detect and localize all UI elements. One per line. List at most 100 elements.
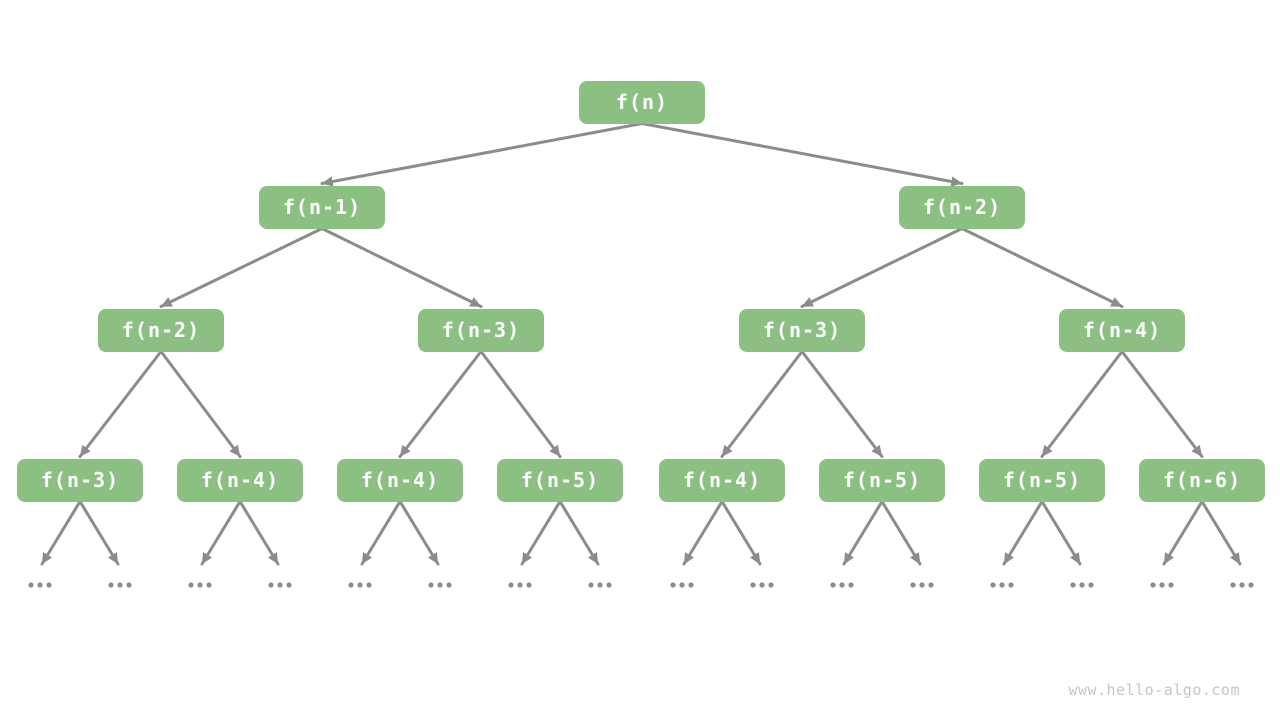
ellipsis-dot [1070,582,1076,588]
tree-node-l1b: f(n-2) [899,185,1025,229]
edge-arrow [1040,500,1082,566]
edge-arrow [558,500,600,566]
ellipsis-dot [1159,582,1165,588]
edge-arrow [40,500,82,566]
ellipsis [670,582,694,588]
edge-arrow [398,350,483,458]
tree-node-l3f: f(n-5) [819,458,945,502]
ellipsis-dot [919,582,925,588]
edge-arrow [960,227,1124,308]
ellipsis [428,582,452,588]
ellipsis-dot [688,582,694,588]
ellipsis-dot [366,582,372,588]
ellipsis-dot [286,582,292,588]
edge-arrow [78,350,163,458]
ellipsis [588,582,612,588]
tree-node-l3d: f(n-5) [497,458,623,502]
ellipsis-dot [428,582,434,588]
tree-node-l2c: f(n-3) [739,308,865,352]
tree-node-l3c: f(n-4) [337,458,463,502]
edge-arrow [159,227,324,308]
ellipsis-dot [597,582,603,588]
tree-node-label: f(n-5) [842,468,922,492]
ellipsis-dot [197,582,203,588]
edge-arrow [640,122,964,187]
tree-node-l2b: f(n-3) [418,308,544,352]
ellipsis [1150,582,1174,588]
edge-arrow [238,500,280,566]
tree-node-l3g: f(n-5) [979,458,1105,502]
ellipsis-dot [348,582,354,588]
tree-node-label: f(n-4) [1082,318,1162,342]
ellipsis [28,582,52,588]
ellipsis-dot [188,582,194,588]
ellipsis-dot [588,582,594,588]
ellipsis-dot [277,582,283,588]
edge-arrow [1040,350,1124,458]
tree-node-l2a: f(n-2) [98,308,224,352]
edge-arrow [398,500,440,566]
ellipsis-dot [357,582,363,588]
ellipsis [990,582,1014,588]
ellipsis-dot [37,582,43,588]
ellipsis-dot [759,582,765,588]
ellipsis-dot [1008,582,1014,588]
ellipsis-dot [126,582,132,588]
edge-arrow [360,500,402,566]
tree-node-l3b: f(n-4) [177,458,303,502]
tree-node-label: f(n-2) [922,195,1002,219]
ellipsis-dot [670,582,676,588]
edge-arrow [1200,500,1242,566]
ellipsis [830,582,854,588]
ellipsis-dot [999,582,1005,588]
tree-node-l1a: f(n-1) [259,185,385,229]
edge-arrow [159,350,242,458]
ellipsis-dot [750,582,756,588]
edge-arrow [320,122,644,187]
ellipsis-dot [1088,582,1094,588]
ellipsis-dot [517,582,523,588]
ellipsis-dot [848,582,854,588]
ellipsis-dot [206,582,212,588]
tree-node-label: f(n-4) [200,468,280,492]
edge-arrow [520,500,562,566]
ellipsis-dot [446,582,452,588]
tree-node-l2d: f(n-4) [1059,308,1185,352]
ellipsis-dot [1079,582,1085,588]
tree-node-root: f(n) [579,80,705,124]
ellipsis-dot [910,582,916,588]
edge-arrow [1002,500,1044,566]
edge-arrow [720,350,804,458]
tree-node-l3h: f(n-6) [1139,458,1265,502]
ellipsis [508,582,532,588]
tree-node-label: f(n-5) [520,468,600,492]
ellipsis-dot [1230,582,1236,588]
ellipsis-dot [1168,582,1174,588]
tree-node-label: f(n-4) [682,468,762,492]
ellipsis-dot [437,582,443,588]
edge-arrow [880,500,922,566]
ellipsis-dot [990,582,996,588]
ellipsis-dot [768,582,774,588]
ellipsis-dot [839,582,845,588]
ellipsis-dot [1150,582,1156,588]
tree-node-label: f(n-3) [441,318,521,342]
tree-node-label: f(n-2) [121,318,201,342]
watermark: www.hello-algo.com [1068,681,1240,699]
ellipsis-dot [679,582,685,588]
edge-arrow [320,227,483,308]
ellipsis [1070,582,1094,588]
ellipsis-layer [28,582,1254,588]
edge-arrow [200,500,242,566]
ellipsis [188,582,212,588]
tree-node-label: f(n-5) [1002,468,1082,492]
ellipsis-dot [928,582,934,588]
edge-layer [40,122,1242,566]
ellipsis [1230,582,1254,588]
edge-arrow [78,500,120,566]
ellipsis-dot [108,582,114,588]
edge-arrow [842,500,884,566]
tree-node-label: f(n-3) [762,318,842,342]
